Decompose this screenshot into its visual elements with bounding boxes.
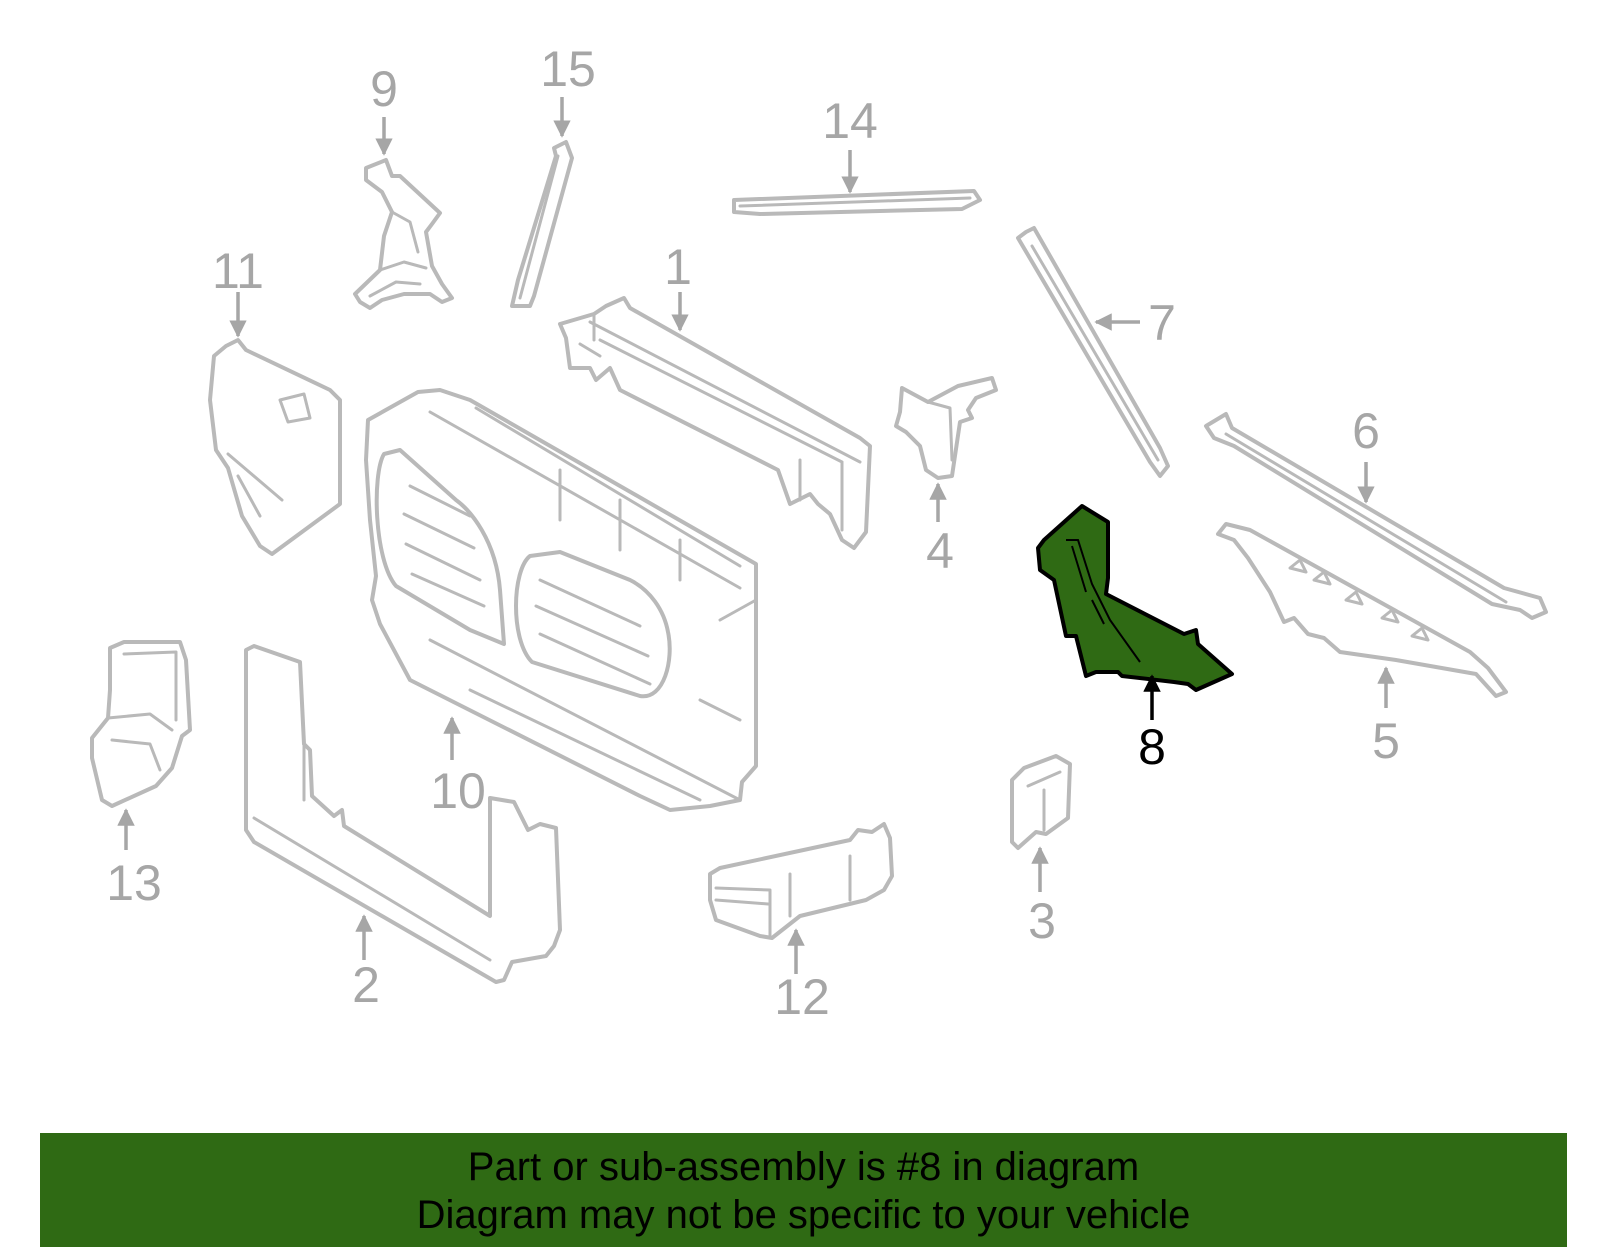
part-10: 10 [364, 388, 758, 819]
callout-5: 5 [1372, 713, 1400, 769]
part-11: 11 [208, 243, 342, 556]
part-9: 9 [353, 61, 454, 310]
part-1: 1 [558, 239, 872, 550]
callout-15: 15 [540, 41, 596, 97]
callout-13: 13 [106, 855, 162, 911]
footer-banner: Part or sub-assembly is #8 in diagram Di… [40, 1133, 1567, 1247]
part-13: 13 [90, 640, 192, 911]
callout-10: 10 [430, 763, 486, 819]
callout-7: 7 [1148, 295, 1176, 351]
callout-14: 14 [822, 93, 878, 149]
callout-6: 6 [1352, 403, 1380, 459]
part-15: 15 [510, 41, 596, 308]
callout-1: 1 [664, 239, 692, 295]
callout-11: 11 [212, 243, 264, 299]
callout-9: 9 [370, 61, 398, 117]
part-2: 2 [244, 644, 562, 1013]
parts-diagram: 9 15 14 1 7 4 6 [90, 41, 1548, 1025]
part-3: 3 [1010, 754, 1072, 949]
callout-4: 4 [926, 523, 954, 579]
callout-8: 8 [1138, 719, 1166, 775]
part-14: 14 [732, 93, 982, 216]
part-5: 5 [1216, 522, 1508, 769]
part-4: 4 [894, 376, 998, 579]
callout-3: 3 [1028, 893, 1056, 949]
footer-line-1: Part or sub-assembly is #8 in diagram [467, 1145, 1140, 1189]
part-6: 6 [1204, 403, 1548, 620]
footer-line-2: Diagram may not be specific to your vehi… [416, 1193, 1191, 1237]
callout-2: 2 [352, 957, 380, 1013]
callout-12: 12 [774, 969, 830, 1025]
part-12: 12 [708, 822, 894, 1025]
part-7: 7 [1016, 226, 1176, 478]
part-8-highlighted: 8 [1036, 504, 1234, 775]
